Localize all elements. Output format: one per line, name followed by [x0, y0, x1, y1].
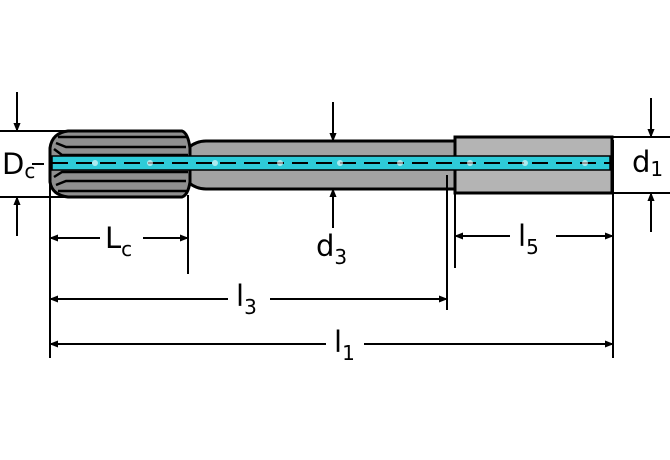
label-dc: Dc	[2, 147, 35, 183]
label-l1: l1	[334, 325, 355, 365]
label-l3: l3	[236, 279, 257, 319]
label-d1: d1	[632, 145, 663, 181]
label-l5: l5	[518, 219, 539, 259]
coolant-channel	[52, 156, 610, 170]
label-d3: d3	[316, 229, 347, 269]
label-lc: Lc	[105, 221, 132, 261]
tool-body	[50, 131, 612, 197]
